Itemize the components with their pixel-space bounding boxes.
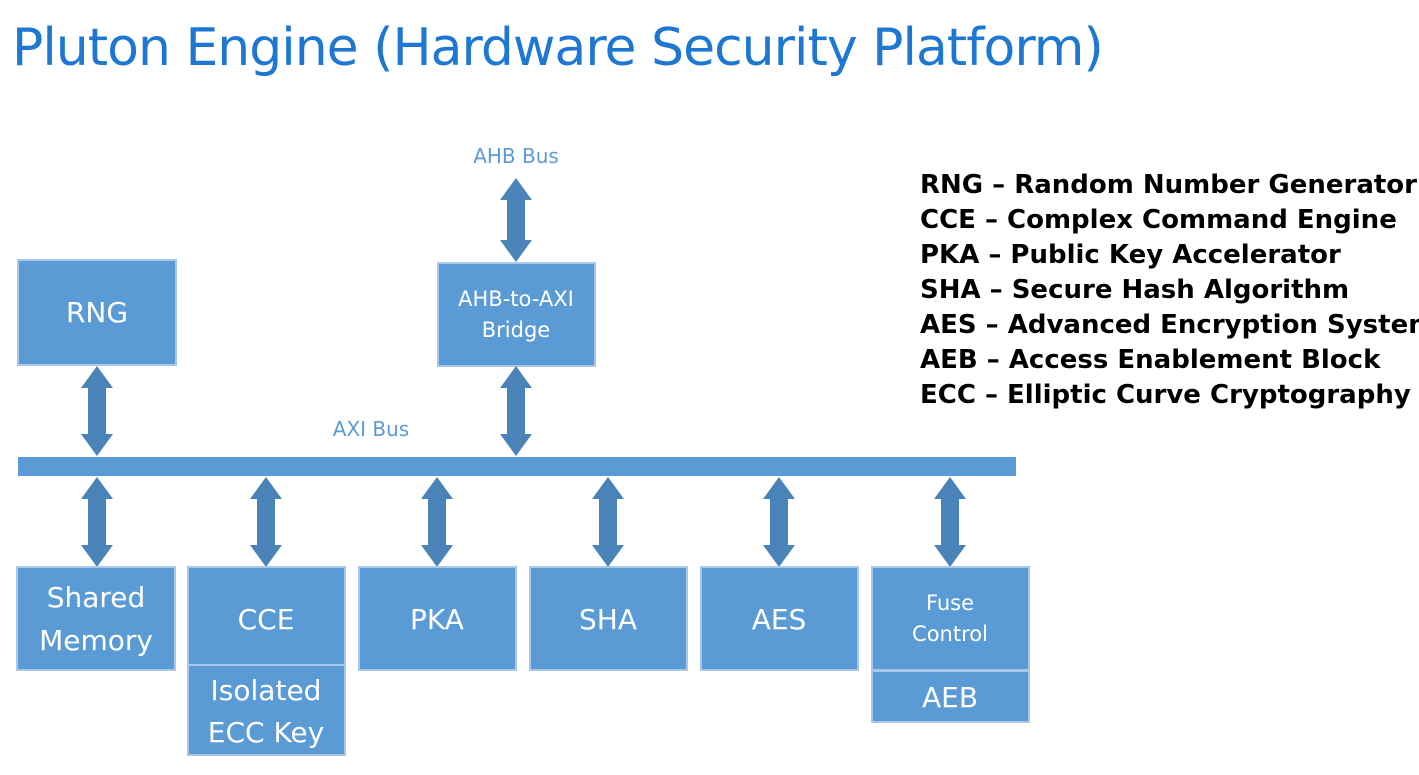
pka-block: PKA xyxy=(358,566,517,671)
cce-bus-arrow xyxy=(250,477,282,567)
shared-memory-label-line2: Memory xyxy=(39,624,153,657)
shared-memory-block: Shared Memory xyxy=(16,566,176,671)
legend-item-ecc: ECC – Elliptic Curve Cryptography xyxy=(920,380,1411,410)
legend-item-cce: CCE – Complex Command Engine xyxy=(920,205,1397,235)
page-title: Pluton Engine (Hardware Security Platfor… xyxy=(12,18,1104,78)
sha-bus-arrow xyxy=(592,477,624,567)
aeb-block: AEB xyxy=(871,670,1030,723)
aes-bus-arrow xyxy=(763,477,795,567)
fuse-control-label-line1: Fuse xyxy=(926,591,974,615)
cce-label: CCE xyxy=(238,603,295,636)
rng-label: RNG xyxy=(66,296,128,329)
bridge-label-line1: AHB-to-AXI xyxy=(458,287,574,311)
pka-label: PKA xyxy=(410,603,464,636)
fuse-control-label-line2: Control xyxy=(912,622,988,646)
isolated-ecc-key-block: Isolated ECC Key xyxy=(187,664,346,756)
fuse-control-block: Fuse Control xyxy=(871,566,1030,671)
aeb-label: AEB xyxy=(922,681,978,714)
legend-item-sha: SHA – Secure Hash Algorithm xyxy=(920,275,1350,305)
axi-bus-label: AXI Bus xyxy=(333,417,409,441)
aes-label: AES xyxy=(752,603,807,636)
isolated-ecc-key-label-line2: ECC Key xyxy=(208,716,324,749)
legend-item-rng: RNG – Random Number Generator xyxy=(920,170,1417,200)
ahb-bridge-arrow xyxy=(500,178,532,262)
aes-block: AES xyxy=(700,566,859,671)
shared-memory-bus-arrow xyxy=(81,477,113,567)
bridge-label-line2: Bridge xyxy=(482,318,550,342)
legend-item-pka: PKA – Public Key Accelerator xyxy=(920,240,1341,270)
cce-block: CCE xyxy=(187,566,346,666)
rng-bus-arrow xyxy=(81,366,113,456)
axi-bus-bar xyxy=(18,457,1016,476)
legend-item-aes: AES – Advanced Encryption System xyxy=(920,310,1419,340)
pka-bus-arrow xyxy=(421,477,453,567)
fuse-control-bus-arrow xyxy=(934,477,966,567)
ahb-bus-label: AHB Bus xyxy=(473,144,559,168)
isolated-ecc-key-label-line1: Isolated xyxy=(211,674,322,707)
acronym-legend: RNG – Random Number Generator CCE – Comp… xyxy=(920,168,1419,413)
bridge-bus-arrow xyxy=(500,366,532,456)
sha-label: SHA xyxy=(579,603,637,636)
ahb-to-axi-bridge-block: AHB-to-AXI Bridge xyxy=(437,262,596,367)
rng-block: RNG xyxy=(17,259,177,366)
legend-item-aeb: AEB – Access Enablement Block xyxy=(920,345,1381,375)
shared-memory-label-line1: Shared xyxy=(47,581,146,614)
sha-block: SHA xyxy=(529,566,688,671)
